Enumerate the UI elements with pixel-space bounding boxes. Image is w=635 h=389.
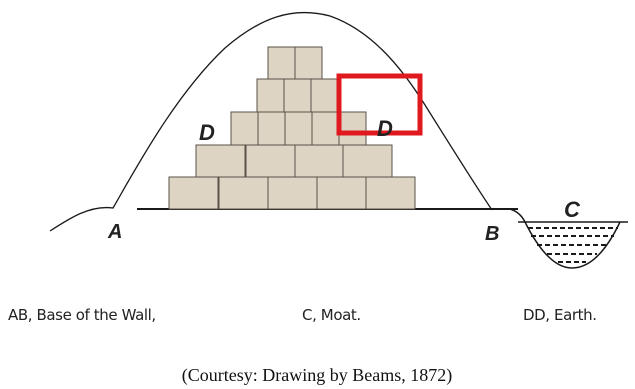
wall-block xyxy=(294,144,345,178)
wall-block xyxy=(283,78,312,113)
wall-block xyxy=(230,111,259,146)
label-a: A xyxy=(107,221,122,243)
moat-bank xyxy=(509,208,526,223)
wall-block xyxy=(294,46,323,80)
wall-block xyxy=(310,78,339,113)
wall-block xyxy=(338,111,367,146)
earth-mound-outline xyxy=(49,11,493,232)
label-b: B xyxy=(485,223,499,245)
label-c: C xyxy=(564,197,581,222)
legend-base: AB, Base of the Wall, xyxy=(8,306,156,324)
legend-moat: C, Moat. xyxy=(302,306,361,324)
wall-block xyxy=(267,176,318,210)
wall-block xyxy=(284,111,313,146)
wall-block xyxy=(257,111,286,146)
wall-block xyxy=(267,46,296,80)
label-d-left: D xyxy=(199,120,215,145)
wall-block xyxy=(168,176,219,210)
wall-blocks xyxy=(168,46,416,210)
wall-block xyxy=(195,144,246,178)
wall-block xyxy=(311,111,340,146)
wall-block xyxy=(245,144,296,178)
moat-water xyxy=(528,227,618,263)
wall-block xyxy=(365,176,416,210)
highlight-box xyxy=(336,73,423,136)
wall-block xyxy=(218,176,269,210)
wall-block xyxy=(316,176,367,210)
legend-earth: DD, Earth. xyxy=(523,306,597,324)
figure-caption: (Courtesy: Drawing by Beams, 1872) xyxy=(182,365,452,386)
wall-block xyxy=(256,78,285,113)
wall-block xyxy=(342,144,393,178)
label-d-right: D xyxy=(377,116,393,141)
